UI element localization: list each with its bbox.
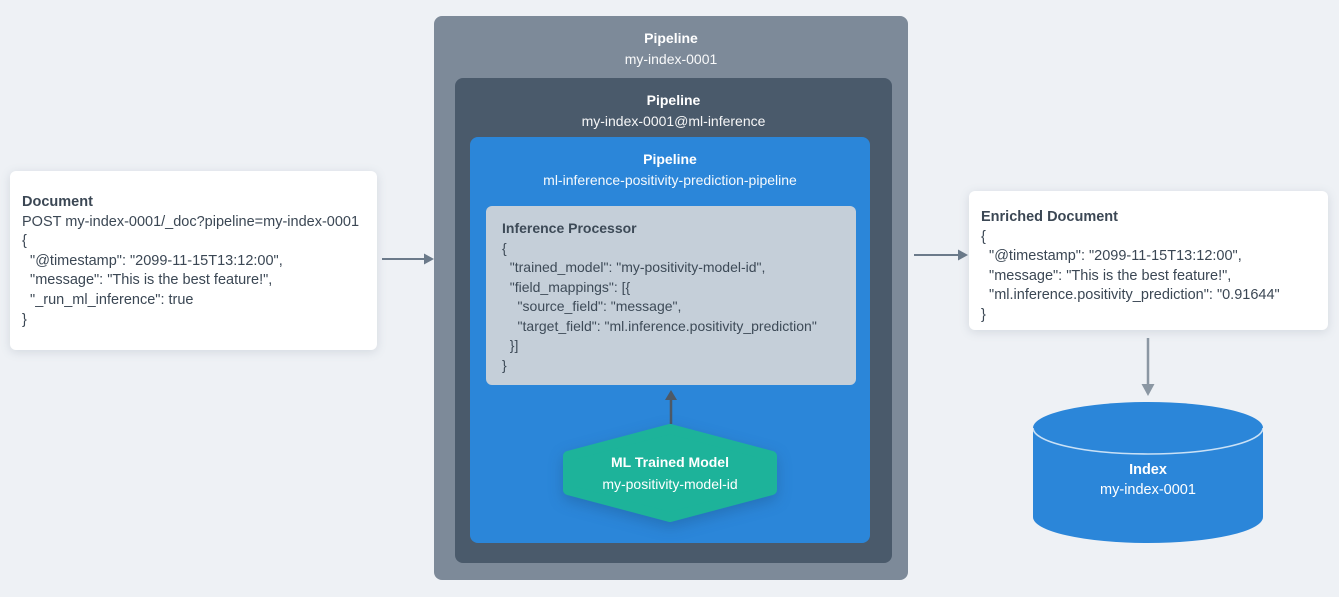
pipeline-ml-inference-header: Pipeline my-index-0001@ml-inference: [455, 78, 892, 132]
code-line: }: [502, 356, 507, 373]
pipeline-ml-inference-name: my-index-0001@ml-inference: [581, 113, 766, 129]
ml-trained-model-label: ML Trained Model my-positivity-model-id: [562, 424, 778, 522]
ml-trained-model-title: ML Trained Model: [611, 454, 729, 470]
code-line: {: [502, 239, 507, 256]
code-line: "@timestamp": "2099-11-15T13:12:00",: [22, 252, 283, 269]
pipeline-ml-inference-title: Pipeline: [646, 92, 701, 108]
arrow-model-to-processor: [665, 390, 677, 424]
pipeline-prediction-box: Pipeline ml-inference-positivity-predict…: [470, 137, 870, 543]
pipeline-outer-header: Pipeline my-index-0001: [434, 16, 908, 70]
code-line: }: [981, 306, 986, 323]
arrow-enriched-to-index: [1141, 338, 1155, 396]
code-line: "message": "This is the best feature!",: [22, 272, 273, 289]
database-cylinder-icon: [1033, 402, 1263, 543]
pipeline-outer-name: my-index-0001: [624, 51, 718, 67]
pipeline-outer-title: Pipeline: [644, 30, 698, 46]
code-line: "ml.inference.positivity_prediction": "0…: [981, 287, 1280, 304]
inference-processor-title: Inference Processor: [502, 220, 637, 236]
code-line: "@timestamp": "2099-11-15T13:12:00",: [981, 248, 1242, 265]
enriched-document-card: Enriched Document { "@timestamp": "2099-…: [969, 191, 1328, 330]
document-card: Document POST my-index-0001/_doc?pipelin…: [10, 171, 377, 350]
index-title: Index: [1129, 462, 1167, 478]
arrow-document-to-pipeline: [382, 253, 434, 265]
code-line: }]: [502, 337, 519, 353]
code-line: {: [22, 233, 27, 250]
enriched-document-title: Enriched Document: [981, 209, 1118, 225]
inference-processor-box: Inference Processor { "trained_model": "…: [486, 206, 856, 385]
code-line: "trained_model": "my-positivity-model-id…: [502, 259, 766, 275]
hexagon-icon: [563, 424, 777, 522]
index-name: my-index-0001: [1100, 482, 1196, 498]
index-label: Index my-index-0001: [1033, 460, 1263, 500]
code-line: POST my-index-0001/_doc?pipeline=my-inde…: [22, 213, 360, 230]
index-node: Index my-index-0001: [1033, 402, 1263, 543]
code-line: }: [22, 311, 27, 328]
code-line: "source_field": "message",: [502, 298, 682, 314]
code-line: "_run_ml_inference": true: [22, 291, 194, 308]
pipeline-ml-inference-box: Pipeline my-index-0001@ml-inference Pipe…: [455, 78, 892, 563]
arrow-pipeline-to-enriched: [914, 249, 968, 261]
code-line: {: [981, 228, 986, 245]
ml-trained-model-name: my-positivity-model-id: [602, 476, 738, 492]
code-line: "target_field": "ml.inference.positivity…: [502, 317, 817, 334]
ml-trained-model-node: ML Trained Model my-positivity-model-id: [562, 424, 778, 522]
document-card-title: Document: [22, 194, 93, 210]
pipeline-prediction-header: Pipeline ml-inference-positivity-predict…: [470, 137, 870, 191]
pipeline-outer-box: Pipeline my-index-0001 Pipeline my-index…: [434, 16, 908, 580]
code-line: "message": "This is the best feature!",: [981, 267, 1232, 284]
code-line: "field_mappings": [{: [502, 278, 631, 295]
pipeline-prediction-name: ml-inference-positivity-prediction-pipel…: [543, 172, 797, 188]
pipeline-prediction-title: Pipeline: [643, 151, 697, 167]
